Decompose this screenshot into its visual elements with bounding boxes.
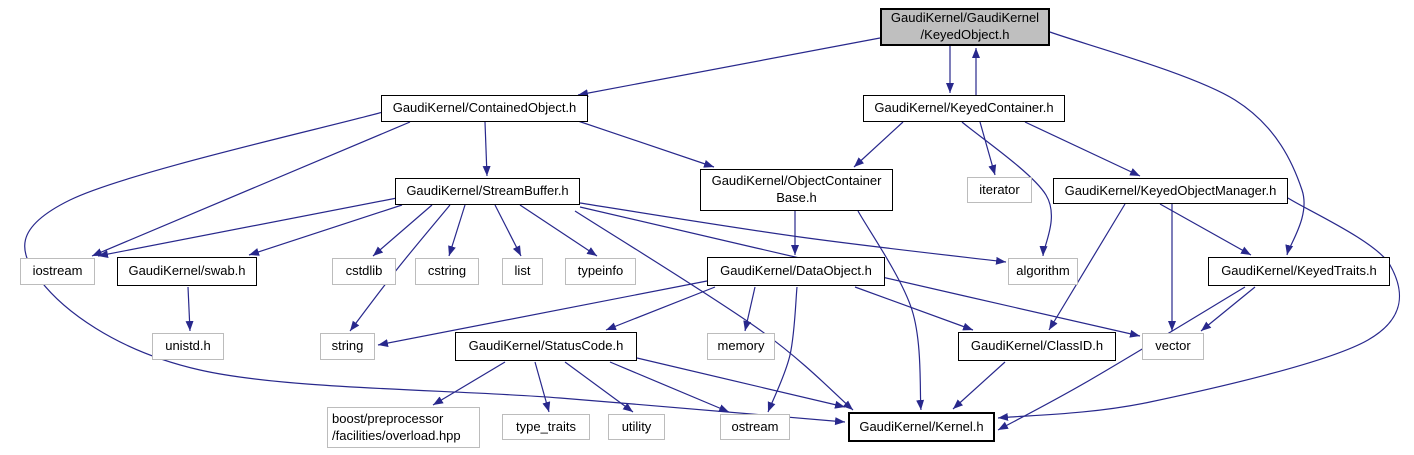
edge-keyedtraits-to-kernel	[997, 286, 1246, 431]
edge-keyedcontainer-to-iterator	[979, 121, 997, 176]
node-keyedobjectmanager[interactable]: GaudiKernel/KeyedObjectManager.h	[1053, 178, 1288, 204]
node-dataobject[interactable]: GaudiKernel/DataObject.h	[707, 257, 885, 286]
node-vector: vector	[1142, 333, 1204, 360]
edge-statuscode-to-boost_overload	[432, 361, 506, 406]
node-containedobject[interactable]: GaudiKernel/ContainedObject.h	[381, 95, 588, 122]
edge-streambuffer-to-string	[349, 204, 451, 332]
node-keyedcontainer[interactable]: GaudiKernel/KeyedContainer.h	[863, 95, 1065, 122]
edge-streambuffer-to-cstring	[448, 204, 466, 257]
edge-streambuffer-to-cstdlib	[372, 204, 433, 257]
edge-keyedobjectmanager-to-keyedtraits	[1159, 203, 1252, 256]
edge-streambuffer-to-iostream	[97, 197, 398, 259]
edge-containedobject-to-kernel	[24, 111, 846, 426]
edge-dataobject-to-classid	[854, 286, 974, 331]
edge-swab-to-unistd	[185, 286, 194, 332]
node-streambuffer[interactable]: GaudiKernel/StreamBuffer.h	[395, 178, 580, 205]
edge-dataobject-to-memory	[743, 286, 756, 332]
node-typeinfo: typeinfo	[565, 258, 636, 285]
edge-keyedobjectmanager-to-kernel	[997, 197, 1401, 421]
node-ostream: ostream	[720, 414, 790, 440]
node-iterator: iterator	[967, 177, 1032, 203]
edge-keyedobject-to-containedobject	[577, 37, 881, 98]
node-unistd: unistd.h	[152, 333, 224, 360]
node-iostream: iostream	[20, 258, 95, 285]
edge-statuscode-to-kernel	[636, 357, 846, 409]
edge-statuscode-to-type_traits	[534, 361, 551, 413]
edge-dataobject-to-statuscode	[605, 286, 716, 331]
node-cstring: cstring	[415, 258, 479, 285]
edge-statuscode-to-utility	[564, 361, 634, 413]
node-boost_overload: boost/preprocessor /facilities/overload.…	[327, 407, 480, 448]
node-keyedobject[interactable]: GaudiKernel/GaudiKernel /KeyedObject.h	[880, 8, 1050, 46]
edge-containedobject-to-objectcontainerbase	[574, 119, 715, 168]
edge-containedobject-to-streambuffer	[482, 121, 491, 177]
node-classid[interactable]: GaudiKernel/ClassID.h	[958, 332, 1116, 361]
edge-objectcontainerbase-to-kernel	[857, 210, 925, 411]
edge-dataobject-to-string	[377, 280, 708, 348]
edge-streambuffer-to-algorithm	[579, 202, 1007, 265]
edge-keyedtraits-to-vector	[1200, 286, 1256, 332]
node-objectcontainerbase[interactable]: GaudiKernel/ObjectContainer Base.h	[700, 169, 893, 211]
edge-keyedcontainer-to-algorithm	[961, 121, 1052, 257]
edge-streambuffer-to-list	[494, 204, 522, 257]
edge-dataobject-to-ostream	[767, 286, 798, 413]
node-memory: memory	[707, 333, 775, 360]
node-string: string	[320, 333, 375, 360]
edge-keyedcontainer-to-objectcontainerbase	[853, 121, 904, 168]
edge-classid-to-kernel	[952, 361, 1006, 410]
edge-keyedcontainer-to-keyedobjectmanager	[1024, 121, 1141, 177]
edge-streambuffer-to-kernel	[574, 210, 854, 411]
edge-streambuffer-to-swab	[248, 204, 403, 256]
node-cstdlib: cstdlib	[332, 258, 396, 285]
node-utility: utility	[608, 414, 665, 440]
edge-keyedobjectmanager-to-classid	[1048, 203, 1126, 331]
edge-containedobject-to-iostream	[91, 121, 411, 257]
node-statuscode[interactable]: GaudiKernel/StatusCode.h	[455, 332, 637, 361]
edge-statuscode-to-ostream	[609, 361, 730, 413]
node-keyedtraits[interactable]: GaudiKernel/KeyedTraits.h	[1208, 257, 1390, 286]
edge-keyedobject-to-keyedtraits	[1049, 31, 1305, 256]
edge-streambuffer-to-typeinfo	[519, 204, 598, 257]
node-kernel[interactable]: GaudiKernel/Kernel.h	[848, 412, 995, 442]
node-algorithm: algorithm	[1008, 258, 1078, 285]
node-list: list	[502, 258, 543, 285]
node-type_traits: type_traits	[502, 414, 590, 440]
node-swab[interactable]: GaudiKernel/swab.h	[117, 257, 257, 286]
